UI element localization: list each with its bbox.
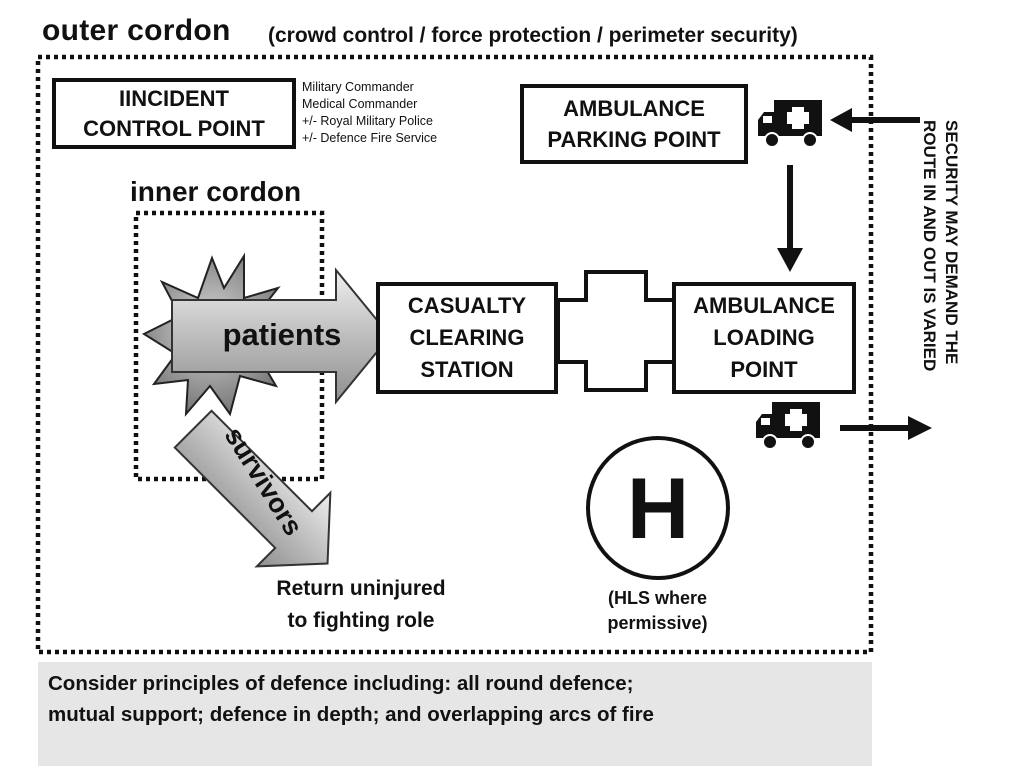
outer-cordon-subtitle: (crowd control / force protection / peri… <box>268 24 798 47</box>
patients-label: patients <box>223 317 342 352</box>
outer-cordon-title: outer cordon <box>42 14 231 47</box>
inner-cordon-label: inner cordon <box>130 176 302 207</box>
alp-line1: AMBULANCE <box>693 293 835 318</box>
survivors-arrow <box>173 409 332 568</box>
hls-line2: permissive) <box>607 613 708 633</box>
icp-roles-list: Military Commander Medical Commander +/-… <box>302 79 437 147</box>
alp-line3: POINT <box>730 357 798 382</box>
security-line2: ROUTE IN AND OUT IS VARIED <box>920 120 939 372</box>
medical-cross-icon <box>556 270 678 392</box>
alp-line2: LOADING <box>713 325 815 350</box>
ccs-line1: CASUALTY <box>407 293 527 318</box>
outer-cordon-border <box>35 54 874 655</box>
incident-control-point-box: IINCIDENT CONTROL POINT <box>52 78 296 149</box>
app-line2: PARKING POINT <box>547 127 721 152</box>
icp-role: Medical Commander <box>302 97 418 111</box>
arrow-into-parking <box>830 108 920 132</box>
hls-caption: (HLS where permissive) <box>580 586 735 636</box>
hls-symbol: H <box>627 461 689 557</box>
ccs-line3: STATION <box>420 357 514 382</box>
app-line1: AMBULANCE <box>563 96 705 121</box>
icp-role: +/- Defence Fire Service <box>302 131 438 145</box>
footer-panel <box>38 662 872 766</box>
security-line1: SECURITY MAY DEMAND THE <box>942 120 961 365</box>
ccs-line2: CLEARING <box>409 325 525 350</box>
casualty-clearing-station-box: CASUALTY CLEARING STATION <box>376 282 558 394</box>
icp-role: Military Commander <box>302 80 414 94</box>
footer-text: Consider principles of defence including… <box>48 668 654 730</box>
ambulance-loading-point-box: AMBULANCE LOADING POINT <box>672 282 856 394</box>
return-line1: Return uninjured <box>276 577 446 600</box>
return-line2: to fighting role <box>287 609 435 632</box>
hls-line1: (HLS where <box>607 588 708 608</box>
footer-line2: mutual support; defence in depth; and ov… <box>48 703 654 726</box>
return-uninjured-note: Return uninjured to fighting role <box>232 573 490 637</box>
footer-line1: Consider principles of defence including… <box>48 672 634 695</box>
arrow-parking-to-loading <box>777 165 803 272</box>
arrow-exit <box>840 416 932 440</box>
ambulance-icon <box>758 100 822 148</box>
patients-arrow <box>171 267 392 405</box>
ambulance-icon <box>756 402 820 450</box>
icp-line2: CONTROL POINT <box>83 115 265 141</box>
helicopter-landing-site-circle <box>586 436 730 580</box>
icp-role: +/- Royal Military Police <box>302 114 433 128</box>
ambulance-parking-point-box: AMBULANCE PARKING POINT <box>520 84 748 164</box>
icp-line1: IINCIDENT <box>119 85 229 111</box>
